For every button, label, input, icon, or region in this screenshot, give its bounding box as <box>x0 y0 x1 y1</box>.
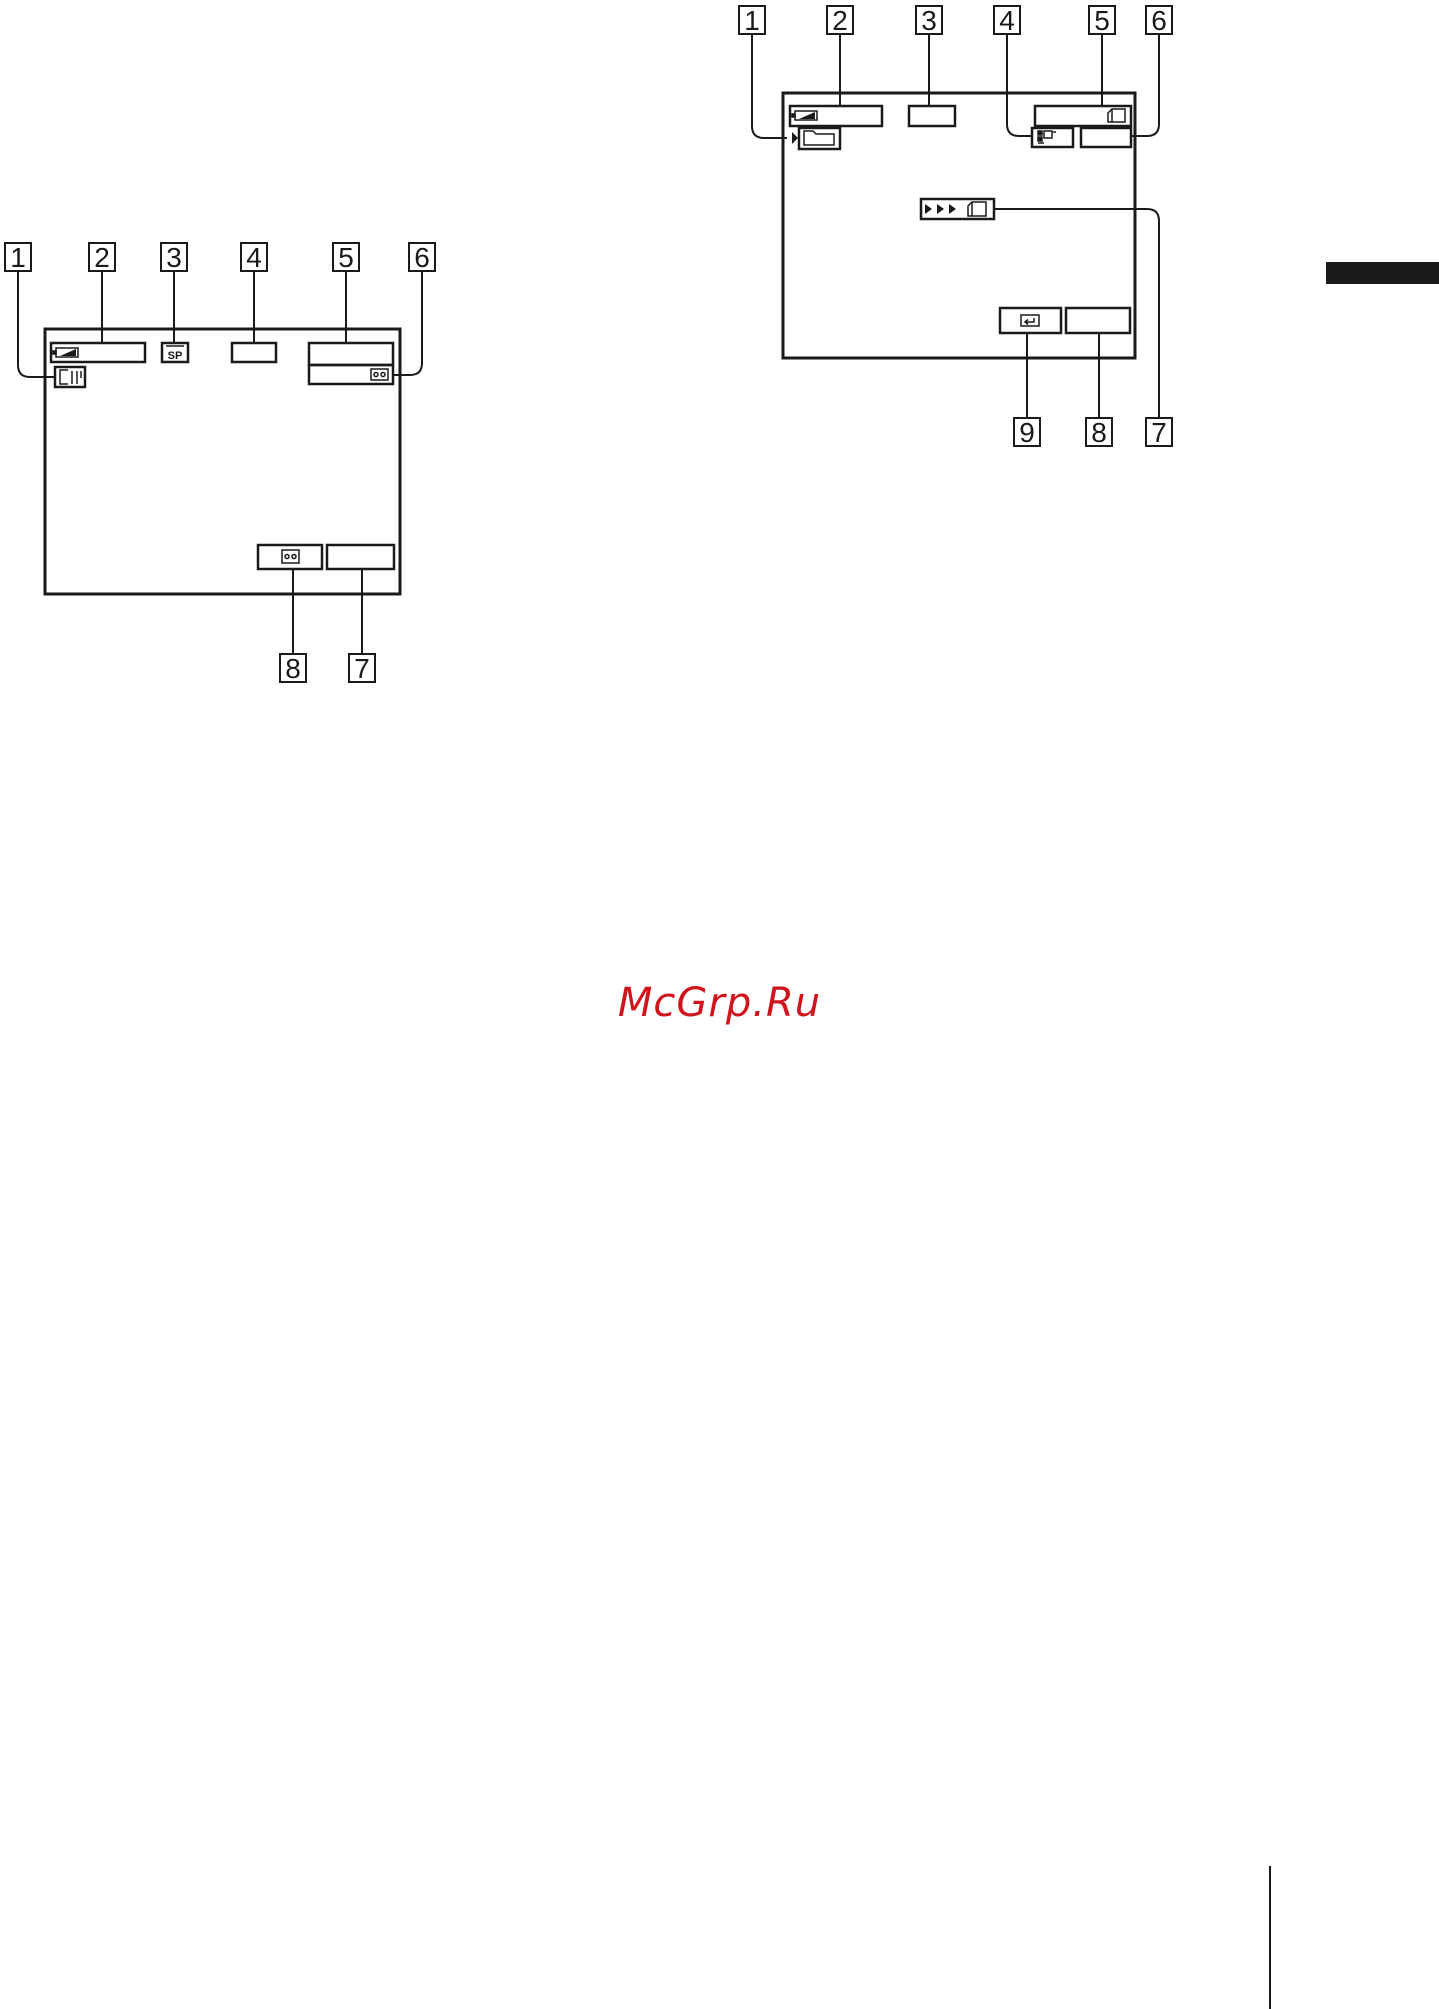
right-callout-9: 9 <box>1019 417 1035 448</box>
sp-mode-label: SP <box>168 350 183 362</box>
left-callout-2: 2 <box>94 242 110 273</box>
right-callout-8: 8 <box>1091 417 1107 448</box>
return-icon <box>1021 315 1039 326</box>
left-callout-3: 3 <box>166 242 182 273</box>
right-callout-7: 7 <box>1151 417 1167 448</box>
left-remaining-battery-box <box>51 343 145 362</box>
right-screen-diagram <box>739 6 1172 446</box>
left-callout-7: 7 <box>354 653 370 684</box>
left-tape-transport-box <box>258 545 322 569</box>
right-remaining-battery-box <box>790 106 882 126</box>
right-data-code-box <box>1066 308 1130 333</box>
left-callout-5: 5 <box>338 242 354 273</box>
left-callout-1: 1 <box>10 242 26 273</box>
right-image-number-box <box>1081 128 1131 147</box>
right-callout-1: 1 <box>744 5 760 36</box>
sp-mode-icon: SP <box>166 346 184 362</box>
right-callout-5: 5 <box>1094 5 1110 36</box>
battery-icon <box>792 111 817 120</box>
left-callout-8: 8 <box>285 653 301 684</box>
left-screen-diagram: SP <box>5 243 435 682</box>
image-size-icon <box>1038 131 1056 143</box>
playback-arrows-icon <box>925 202 986 216</box>
left-standby-box <box>232 343 276 362</box>
left-callout-6: 6 <box>414 242 430 273</box>
right-callout-6: 6 <box>1151 5 1167 36</box>
battery-icon <box>53 348 78 357</box>
left-callout-numbers: 1 2 3 4 5 6 8 7 <box>10 242 430 684</box>
section-tab <box>1326 262 1439 284</box>
left-screen-frame <box>45 329 400 594</box>
cassette-memory-icon <box>60 370 81 384</box>
tape-icon <box>371 369 388 380</box>
left-callouts-top <box>5 243 435 271</box>
left-callout-4: 4 <box>246 242 262 273</box>
right-callout-2: 2 <box>832 5 848 36</box>
left-time-code-box <box>309 343 393 365</box>
left-data-code-box <box>327 545 394 569</box>
watermark-text: McGrp.Ru <box>0 980 1439 1026</box>
right-image-size-box <box>909 106 955 126</box>
memory-card-icon <box>1108 109 1125 122</box>
tape-icon <box>282 550 299 563</box>
right-return-box <box>1000 308 1061 333</box>
right-callout-4: 4 <box>999 5 1015 36</box>
right-callout-3: 3 <box>921 5 937 36</box>
right-callout-numbers: 1 2 3 4 5 6 9 8 7 <box>744 5 1167 448</box>
